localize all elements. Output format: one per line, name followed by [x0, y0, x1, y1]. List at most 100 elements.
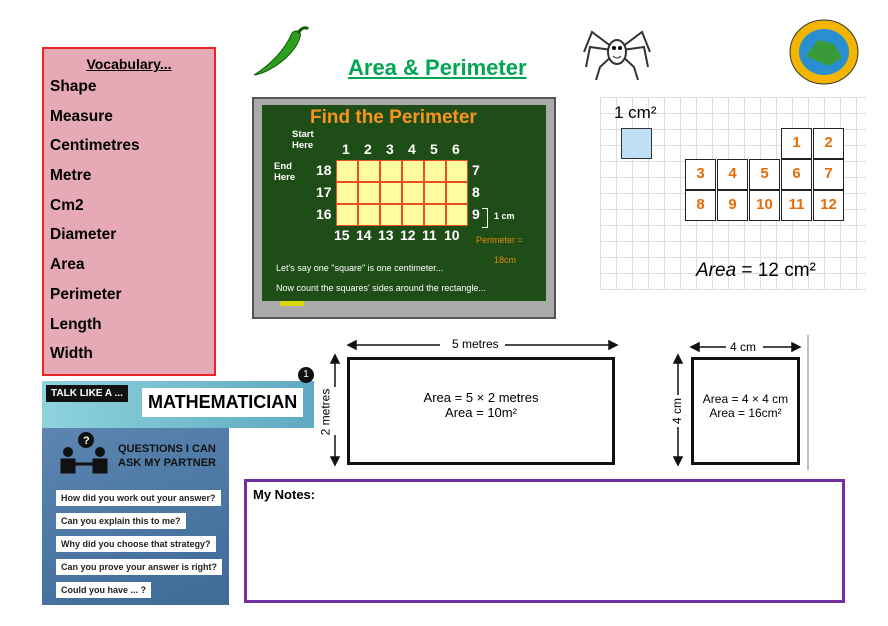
- vocabulary-item: Metre: [50, 167, 92, 185]
- rect1-line1: Area = 5 × 2 metres: [423, 390, 539, 405]
- spider-icon: [583, 30, 651, 81]
- area-cell: 9: [717, 190, 748, 221]
- grid-square: [446, 204, 468, 226]
- talk-number: 1: [298, 367, 314, 383]
- count-label: 10: [444, 227, 460, 243]
- count-label: 8: [472, 184, 480, 200]
- count-label: 13: [378, 227, 394, 243]
- notes-label: My Notes:: [253, 487, 316, 502]
- grid-square: [380, 182, 402, 204]
- grid-square: [358, 204, 380, 226]
- grid-square: [380, 160, 402, 182]
- count-label: 15: [334, 227, 350, 243]
- grid-square: [380, 204, 402, 226]
- perimeter-value: 18cm: [494, 255, 517, 265]
- grid-square: [446, 160, 468, 182]
- count-label: 12: [400, 227, 416, 243]
- board-line-1: Let's say one "square" is one centimeter…: [276, 263, 444, 273]
- vocabulary-item: Cm2: [50, 196, 84, 214]
- vocabulary-item: Perimeter: [50, 285, 122, 303]
- unit-square-label: 1 cm²: [614, 103, 657, 122]
- talk-big: MATHEMATICIAN: [142, 388, 304, 417]
- page-title: Area & Perimeter: [348, 55, 527, 80]
- school-logo: [789, 19, 859, 85]
- grid-square: [358, 182, 380, 204]
- talk-like-mathematician-banner: TALK LIKE A ... MATHEMATICIAN 1: [42, 367, 314, 428]
- question-item: Can you prove your answer is right?: [56, 559, 223, 575]
- question-item: Could you have ... ?: [56, 582, 152, 598]
- grid-square: [336, 204, 358, 226]
- perimeter-label: Perimeter =: [476, 235, 523, 245]
- svg-text:?: ?: [83, 435, 90, 447]
- vocabulary-item: Diameter: [50, 226, 117, 244]
- count-label: 16: [316, 206, 332, 222]
- question-item: How did you work out your answer?: [56, 490, 221, 506]
- rect1-top-label: 5 metres: [452, 337, 499, 351]
- rect2-line1: Area = 4 × 4 cm: [702, 392, 789, 406]
- rect1-line2: Area = 10m²: [445, 405, 517, 420]
- talk-small: TALK LIKE A ...: [46, 385, 128, 402]
- area-cell: 11: [781, 190, 812, 221]
- board-line-2: Now count the squares' sides around the …: [276, 283, 486, 293]
- question-item: Why did you choose that strategy?: [56, 536, 216, 552]
- questions-panel: ? QUESTIONS I CAN ASK MY PARTNER How did…: [42, 428, 229, 605]
- rect1-side-label: 2 metres: [318, 388, 333, 436]
- unit-bracket: [482, 208, 488, 228]
- vocabulary-item: Measure: [50, 107, 113, 125]
- vocabulary-item: Shape: [50, 78, 97, 95]
- notes-box[interactable]: My Notes:: [244, 479, 845, 603]
- start-here-label: Start Here: [292, 129, 314, 151]
- chalkboard-surface: Find the Perimeter Start Here End Here 1…: [262, 105, 546, 306]
- area-cell: 4: [717, 159, 748, 190]
- count-label: 1: [342, 141, 350, 157]
- grid-square: [402, 204, 424, 226]
- count-label: 3: [386, 141, 394, 157]
- unit-label: 1 cm: [494, 211, 515, 221]
- area-cell: 8: [685, 190, 716, 221]
- question-item: Can you explain this to me?: [56, 513, 186, 529]
- area-cell: 1: [781, 128, 812, 159]
- count-label: 17: [316, 184, 332, 200]
- rect2-side-label: 4 cm: [670, 397, 685, 425]
- grid-square: [402, 182, 424, 204]
- vocabulary-title: Vocabulary...: [86, 56, 172, 72]
- grid-square: [336, 182, 358, 204]
- area-cell: 2: [813, 128, 844, 159]
- area-cell: 5: [749, 159, 780, 190]
- grid-square: [446, 182, 468, 204]
- rect1-arrows: [329, 339, 619, 467]
- partners-talking-icon: ?: [60, 432, 108, 474]
- grid-square: [424, 182, 446, 204]
- rect2-arrows: [672, 335, 809, 470]
- area-cell: 6: [781, 159, 812, 190]
- rect2-top-label: 4 cm: [730, 340, 757, 354]
- count-label: 6: [452, 141, 460, 157]
- area-cell: 12: [813, 190, 844, 221]
- area-cell: 7: [813, 159, 844, 190]
- area-word: Area: [696, 260, 737, 281]
- chilli-pepper-icon: [253, 26, 310, 76]
- grid-square: [424, 204, 446, 226]
- count-label: 2: [364, 141, 372, 157]
- count-label: 11: [422, 227, 437, 243]
- grid-square: [336, 160, 358, 182]
- unit-square: [621, 128, 652, 159]
- count-label: 7: [472, 162, 480, 178]
- find-perimeter-chalkboard: Find the Perimeter Start Here End Here 1…: [252, 97, 556, 319]
- vocabulary-item: Width: [50, 345, 93, 363]
- count-label: 9: [472, 206, 480, 222]
- grid-square: [358, 160, 380, 182]
- count-label: 18: [316, 162, 332, 178]
- area-cell: 10: [749, 190, 780, 221]
- chalk: [280, 301, 304, 306]
- count-label: 5: [430, 141, 438, 157]
- count-label: 14: [356, 227, 372, 243]
- questions-title: QUESTIONS I CAN ASK MY PARTNER: [118, 443, 216, 469]
- vocabulary-item: Area: [50, 256, 85, 274]
- area-value: = 12 cm²: [736, 260, 816, 281]
